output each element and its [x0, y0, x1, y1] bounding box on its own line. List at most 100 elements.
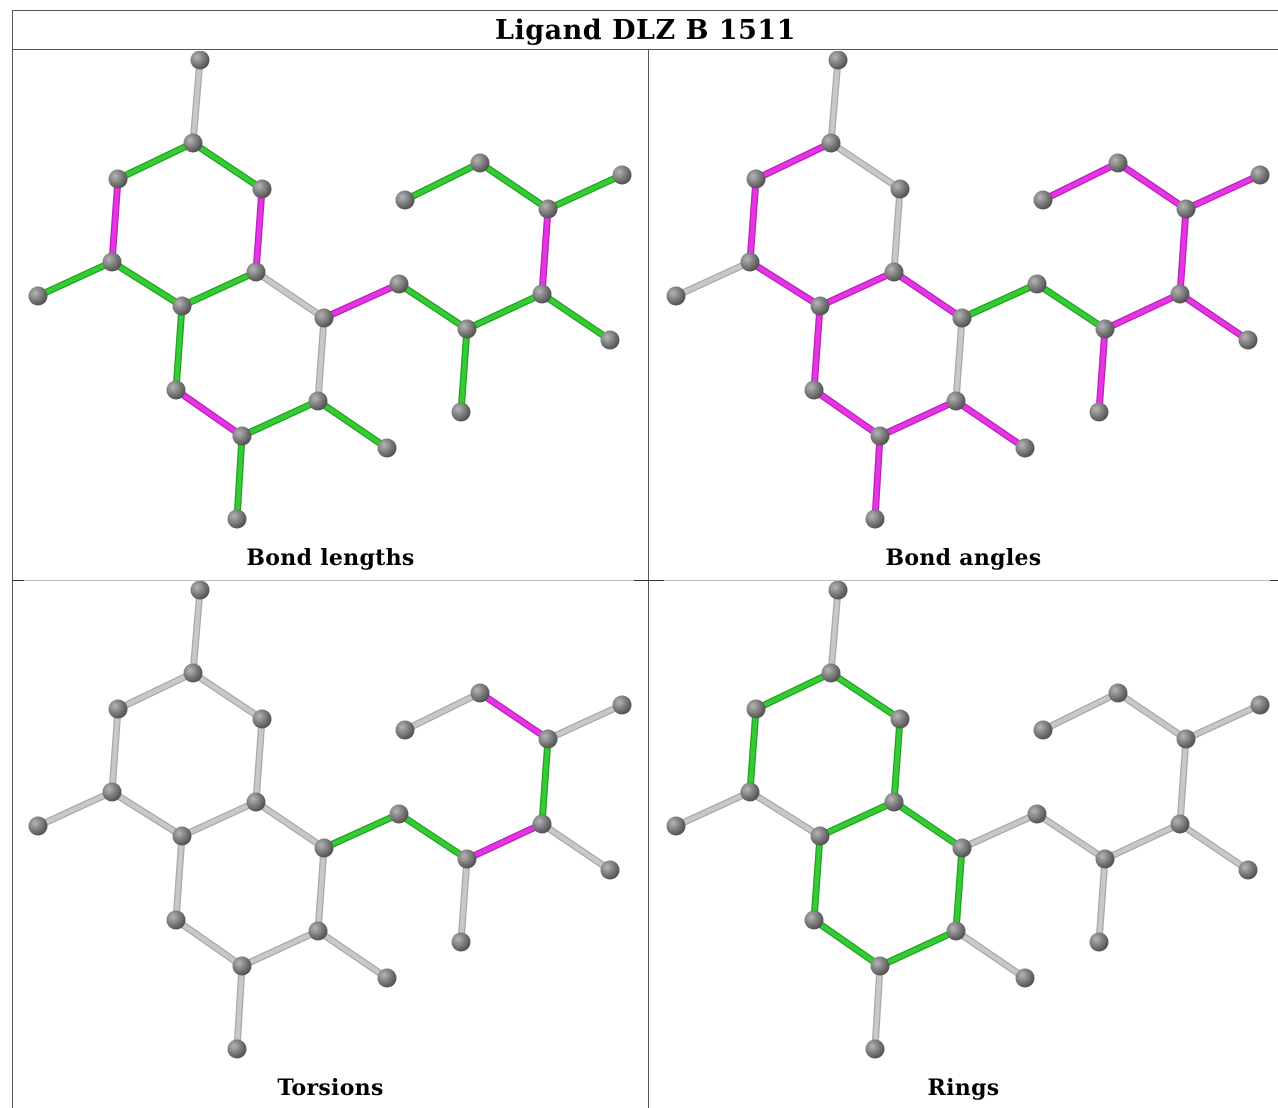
bond-outlier-4-7	[747, 259, 823, 309]
divider-tick-center	[634, 580, 664, 581]
atom-18	[600, 330, 620, 350]
bond-unchecked-21-22	[1040, 690, 1121, 733]
atom-11	[946, 391, 966, 411]
atom-9	[166, 380, 186, 400]
bond-ok-8-14	[959, 281, 1040, 321]
bond-outlier-15-16	[1096, 326, 1108, 415]
atom-4	[102, 782, 122, 802]
atom-12	[1015, 438, 1035, 458]
atom-21	[1108, 683, 1128, 703]
atom-21	[470, 153, 490, 173]
bond-ok-1-3	[828, 670, 903, 722]
bond-unchecked-9-10	[173, 917, 245, 969]
atom-6	[666, 286, 686, 306]
bond-unchecked-19-20	[545, 702, 625, 742]
atom-0	[190, 51, 210, 70]
bond-ok-17-19	[539, 736, 551, 827]
bond-ok-10-11	[239, 398, 321, 439]
bond-ok-4-7	[109, 259, 185, 309]
bond-outlier-19-20	[1183, 172, 1263, 212]
bond-unchecked-11-8	[315, 845, 327, 934]
atom-13	[227, 509, 247, 529]
atom-1	[183, 133, 203, 153]
atom-2	[108, 169, 128, 189]
atom-10	[870, 426, 890, 446]
bond-outlier-3-5	[253, 186, 265, 275]
atom-8	[952, 838, 972, 858]
bond-unchecked-1-3	[828, 140, 903, 192]
atom-4	[740, 782, 760, 802]
bond-outlier-15-17	[464, 821, 545, 862]
bond-unchecked-4-7	[747, 789, 823, 839]
bond-unchecked-21-22	[402, 690, 483, 733]
bond-unchecked-11-8	[953, 315, 965, 404]
left-border	[12, 50, 13, 1108]
atom-7	[810, 296, 830, 316]
bond-unchecked-2-4	[109, 706, 121, 795]
bond-outlier-7-9	[811, 303, 823, 393]
bond-outlier-8-14	[321, 281, 402, 321]
atom-7	[172, 296, 192, 316]
molecule-bond-lengths	[28, 51, 632, 529]
bond-unchecked-0-1	[190, 57, 203, 146]
bond-unchecked-14-15	[1034, 811, 1108, 862]
atom-17	[1170, 284, 1190, 304]
atom-22	[395, 190, 415, 210]
panel-torsions: Torsions	[12, 581, 649, 1108]
bond-ok-5-7	[817, 799, 897, 839]
atom-22	[395, 720, 415, 740]
atom-2	[108, 699, 128, 719]
atom-18	[1238, 330, 1258, 350]
atom-1	[821, 133, 841, 153]
bond-unchecked-0-1	[828, 57, 841, 146]
atom-8	[314, 308, 334, 328]
bond-unchecked-17-18	[539, 821, 613, 873]
bond-ok-1-3	[190, 140, 265, 192]
bond-outlier-9-10	[811, 387, 883, 439]
atom-8	[952, 308, 972, 328]
bond-unchecked-15-16	[1096, 856, 1108, 945]
divider-tick-left	[12, 580, 24, 581]
bond-ok-1-2	[115, 140, 196, 182]
atom-0	[828, 51, 848, 70]
center-divider	[648, 50, 649, 1108]
atom-6	[666, 816, 686, 836]
bond-ok-15-17	[464, 291, 545, 332]
title-bar: Ligand DLZ B 1511	[12, 10, 1278, 50]
bond-outlier-19-21	[1115, 160, 1189, 212]
panel-label-bond-angles: Bond angles	[885, 545, 1042, 571]
bond-ok-11-12	[315, 398, 390, 451]
molecule-rings	[666, 581, 1270, 1059]
panel-label-bond-lengths: Bond lengths	[246, 545, 415, 571]
bond-outlier-5-7	[817, 269, 897, 309]
atom-12	[377, 438, 397, 458]
atom-11	[946, 921, 966, 941]
atom-4	[740, 252, 760, 272]
bond-outlier-5-8	[891, 269, 965, 321]
atom-15	[457, 319, 477, 339]
figure-title: Ligand DLZ B 1511	[495, 14, 796, 46]
atom-11	[308, 391, 328, 411]
atom-19	[1176, 199, 1196, 219]
atom-0	[190, 581, 210, 600]
bond-unchecked-10-11	[239, 928, 321, 969]
atom-1	[821, 663, 841, 683]
bond-ok-5-8	[891, 799, 965, 851]
bond-ok-7-9	[173, 303, 185, 393]
bond-ok-10-11	[877, 928, 959, 969]
bond-unchecked-10-13	[234, 963, 245, 1052]
bond-ok-3-5	[891, 716, 903, 805]
bond-ok-8-14	[321, 811, 402, 851]
atom-15	[1095, 319, 1115, 339]
bond-ok-17-18	[539, 291, 613, 343]
panel-bond-lengths: Bond lengths	[12, 51, 649, 580]
panel-rings: Rings	[649, 581, 1278, 1108]
bond-unchecked-3-5	[891, 186, 903, 275]
bond-unchecked-5-8	[253, 799, 327, 851]
bond-outlier-10-13	[872, 433, 883, 522]
bond-unchecked-11-8	[315, 315, 327, 404]
atom-1	[183, 663, 203, 683]
atom-22	[1033, 720, 1053, 740]
atom-0	[828, 581, 848, 600]
atom-10	[232, 426, 252, 446]
